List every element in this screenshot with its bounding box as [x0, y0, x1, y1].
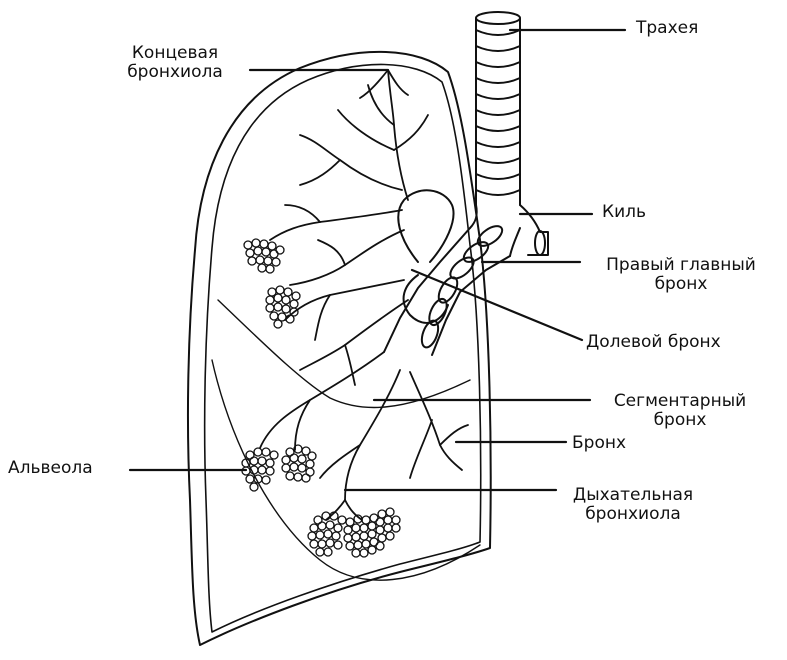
right-main-bronchus	[384, 222, 510, 355]
upper-bronchial-tree	[270, 70, 428, 285]
label-terminal-bronchiole: Концевая бронхиола	[100, 44, 250, 82]
upper-lobe-bronchus	[398, 190, 453, 262]
label-bronchus: Бронх	[572, 434, 626, 453]
alveolus-cluster-2	[266, 286, 300, 328]
inner-pleura-outline	[205, 64, 481, 632]
label-segmental-bronchus: Сегментарный бронх	[590, 392, 770, 430]
label-lobar-bronchus: Долевой бронх	[586, 333, 721, 352]
alveolus-cluster-6	[344, 508, 400, 557]
label-carina: Киль	[602, 203, 646, 222]
label-respiratory-bronchiole: Дыхательная бронхиола	[558, 486, 708, 524]
alveolus-cluster-1	[244, 239, 284, 273]
label-alveolus: Альвеола	[8, 459, 93, 478]
label-right-main-bronchus: Правый главный бронх	[586, 256, 776, 294]
alveolus-cluster-4	[282, 445, 316, 482]
label-trachea: Трахея	[636, 19, 698, 38]
trachea	[476, 12, 520, 205]
